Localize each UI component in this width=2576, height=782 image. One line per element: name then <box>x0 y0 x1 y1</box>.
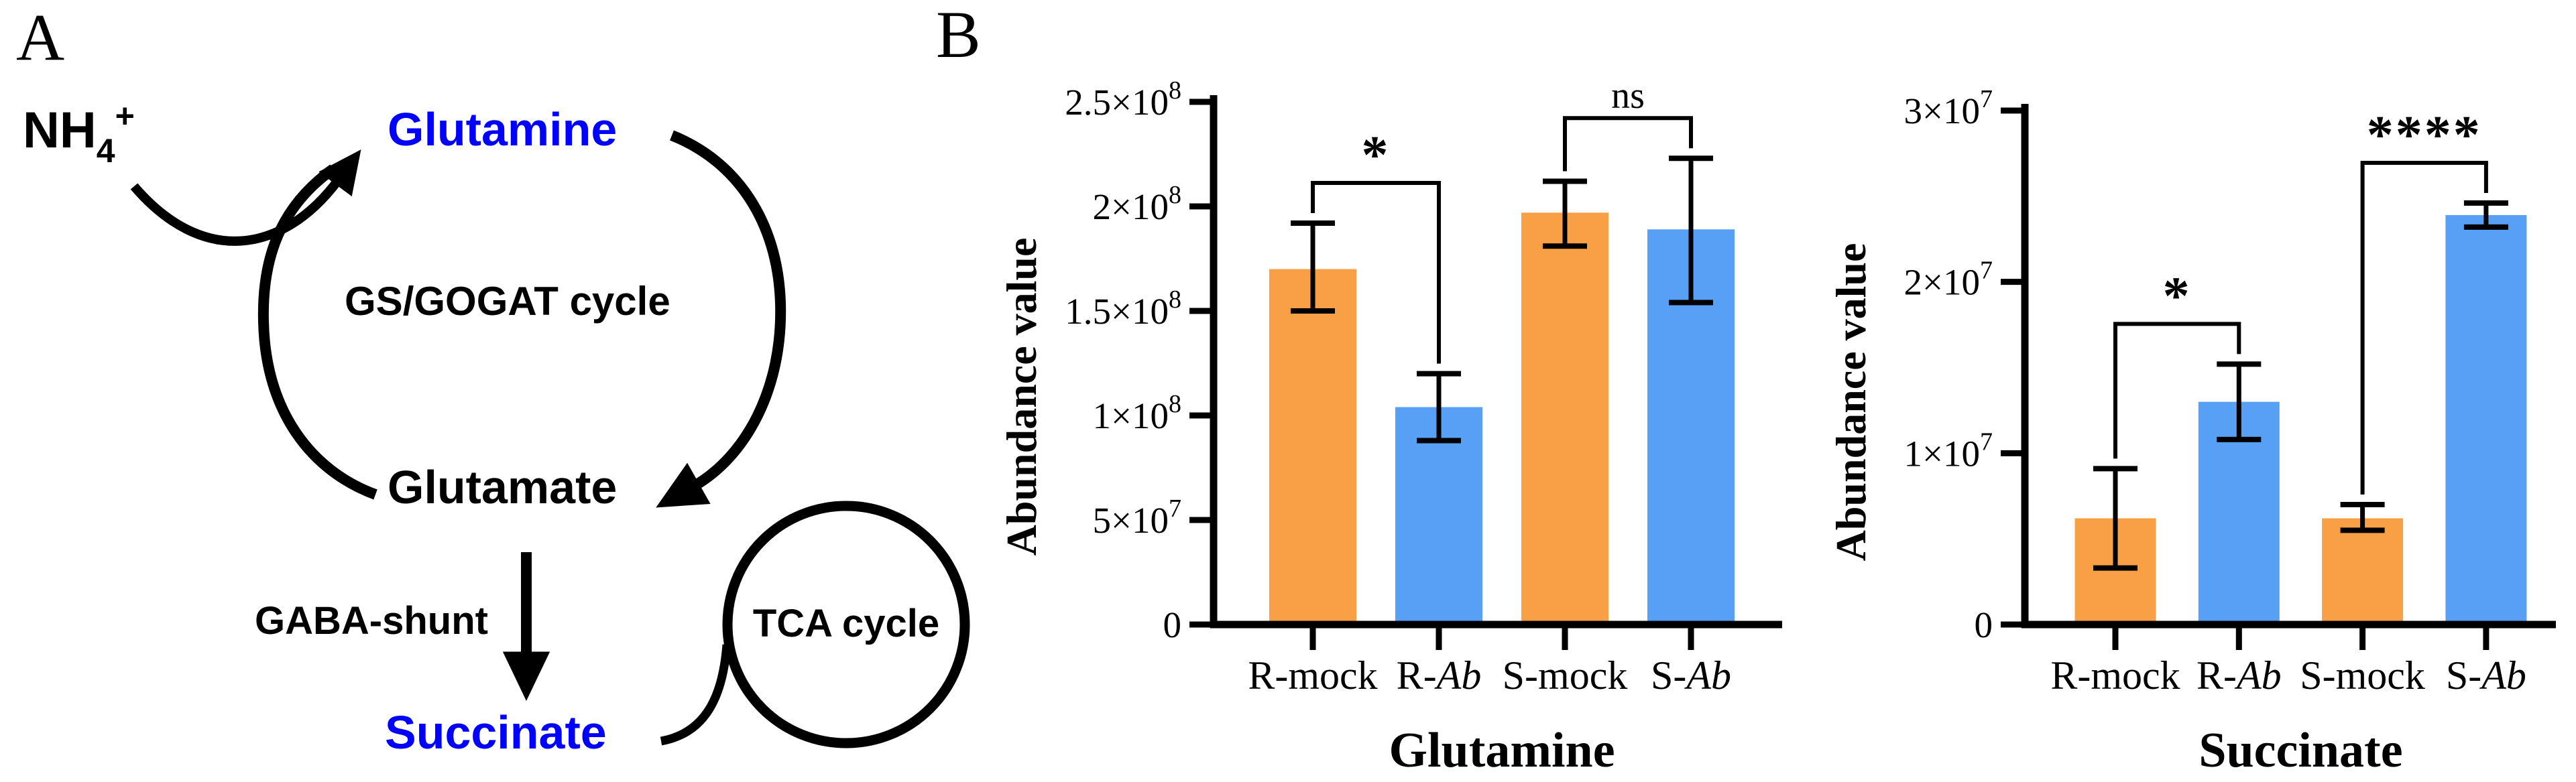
nh4-superscript: + <box>115 97 135 135</box>
y-tick-label: 0 <box>1163 604 1182 645</box>
x-tick-label: R-Ab <box>2197 653 2282 698</box>
tca-cycle-label: TCA cycle <box>752 602 940 645</box>
y-tick-label: 2×107 <box>1904 257 1993 303</box>
significance-bracket <box>1563 116 1693 172</box>
nh4-node: NH4+ <box>23 99 135 168</box>
y-axis-label: Abundance value <box>1827 243 1875 562</box>
tca-cycle-circle <box>722 501 970 748</box>
glutamine-node: Glutamine <box>388 103 618 155</box>
x-tick-label: S-mock <box>1503 653 1628 698</box>
y-tick-label: 1×108 <box>1092 390 1181 436</box>
y-tick-label: 1×107 <box>1904 428 1993 474</box>
y-tick-label: 1.5×108 <box>1065 285 1181 332</box>
bar-S-Ab <box>2445 214 2527 625</box>
bar-R-Ab <box>1395 407 1482 625</box>
significance-label: **** <box>2367 106 2482 165</box>
nh4-base: NH <box>23 102 97 159</box>
significance-label: * <box>2163 267 2192 326</box>
bar-R-mock <box>1269 269 1356 625</box>
y-axis-label: Abundance value <box>998 238 1045 556</box>
glutamate-to-glutamine-arc <box>257 164 377 500</box>
significance-label: ns <box>1611 75 1645 117</box>
bar-S-mock <box>2322 518 2404 625</box>
significance-bracket <box>2360 161 2488 495</box>
x-tick-label: R-mock <box>1248 653 1377 698</box>
x-tick-label: R-mock <box>2050 653 2180 698</box>
chart-title: Succinate <box>2199 723 2402 778</box>
nh4-subscript: 4 <box>96 132 115 170</box>
significance-label: * <box>1362 126 1391 185</box>
panel-b-label: B <box>936 0 981 72</box>
x-tick-label: R-Ab <box>1397 653 1482 698</box>
gs-gogat-cycle-label: GS/GOGAT cycle <box>345 279 670 324</box>
y-tick-label: 0 <box>1975 604 1993 645</box>
significance-bracket <box>1311 180 1441 364</box>
x-tick-label: S-Ab <box>1651 653 1731 698</box>
significance-bracket <box>2113 322 2241 459</box>
x-tick-label: S-mock <box>2300 653 2425 698</box>
y-tick-label: 2.5×108 <box>1065 76 1181 123</box>
glutamate-node: Glutamate <box>388 461 618 513</box>
glutamine-to-glutamate-arc <box>656 130 786 508</box>
y-tick-label: 5×107 <box>1092 495 1181 541</box>
y-tick-label: 3×107 <box>1904 85 1993 131</box>
y-tick-label: 2×108 <box>1092 181 1181 227</box>
nh4-to-glutamine-arrow <box>130 149 361 246</box>
chart-title: Glutamine <box>1389 723 1615 778</box>
x-tick-label: S-Ab <box>2446 653 2526 698</box>
succinate-to-tca-connector <box>660 644 731 746</box>
panel-a-label: A <box>16 0 65 74</box>
gaba-shunt-label: GABA-shunt <box>255 599 488 643</box>
succinate-node: Succinate <box>385 706 607 759</box>
bar-S-mock <box>1521 212 1608 625</box>
